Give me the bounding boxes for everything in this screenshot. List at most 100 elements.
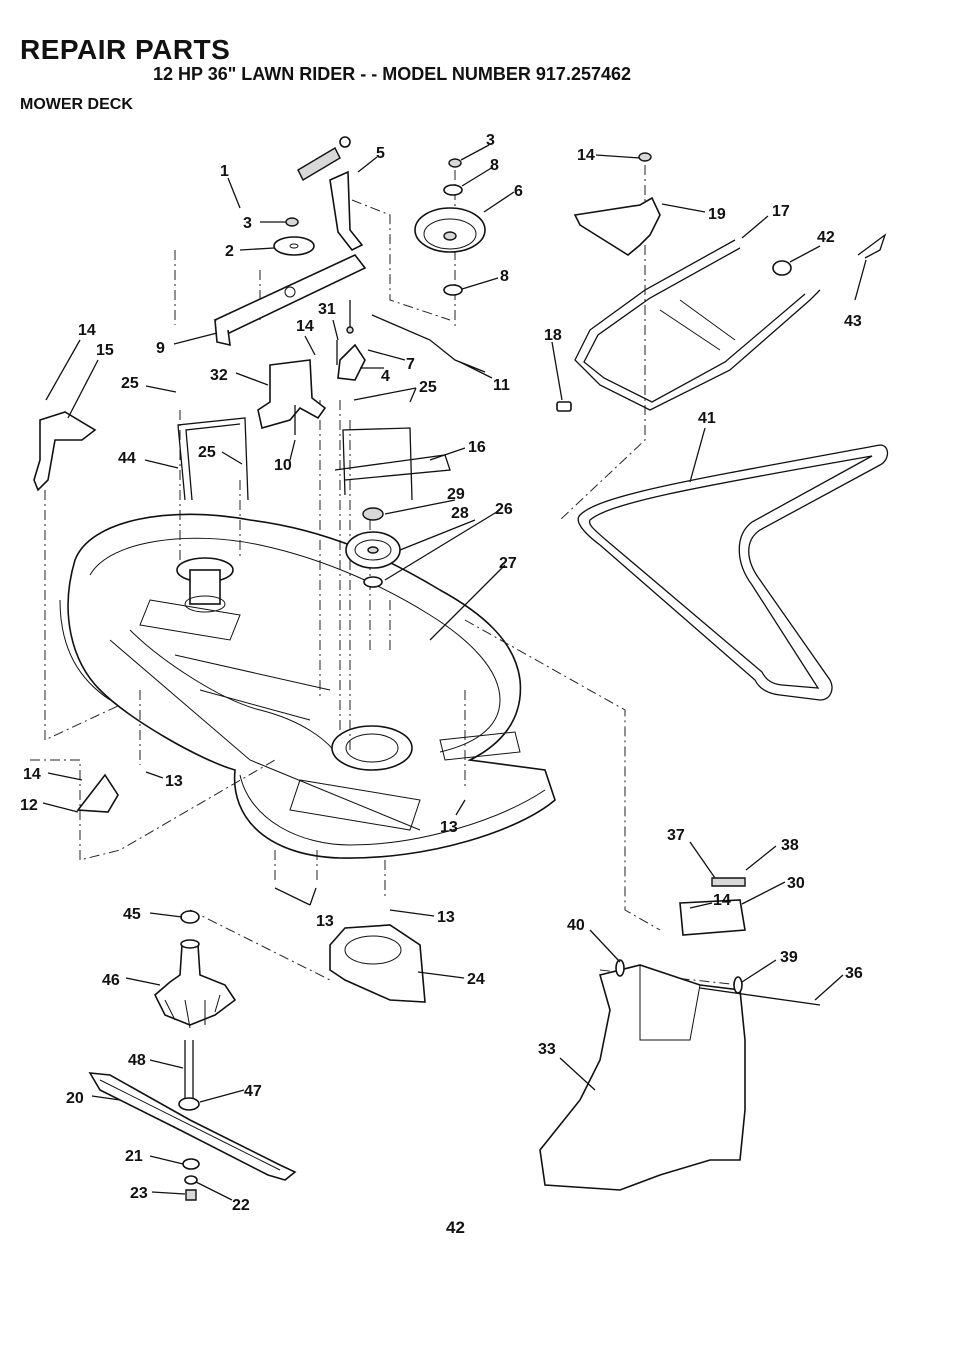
washer-part-45	[180, 910, 200, 924]
callout-39: 39	[780, 949, 798, 966]
page-number: 42	[446, 1218, 465, 1237]
pulley-part-28	[345, 531, 401, 569]
callout-26: 26	[495, 501, 513, 518]
rod-part-36	[699, 987, 821, 1006]
callout-3: 3	[486, 132, 495, 149]
shaft-part-48	[184, 1040, 194, 1098]
spring-part-37	[711, 877, 746, 887]
washer-part-39	[733, 976, 743, 994]
bolt-part-23	[185, 1189, 197, 1201]
washer-part-2	[273, 236, 315, 256]
callout-1: 1	[220, 163, 229, 180]
callout-20: 20	[66, 1090, 84, 1107]
callout-7: 7	[406, 356, 415, 373]
bracket-part-5	[329, 170, 364, 252]
callout-17: 17	[772, 203, 790, 220]
callout-15: 15	[96, 342, 114, 359]
callout-36: 36	[845, 965, 863, 982]
callout-labels: 1 2 3 3 4 5 6 7 8 8 9 10 11 12 13 13 13 …	[20, 132, 863, 1214]
callout-19: 19	[708, 206, 726, 223]
bearing-part-47	[178, 1097, 200, 1111]
callout-41: 41	[698, 410, 716, 427]
callout-14: 14	[23, 766, 41, 783]
callout-42: 42	[817, 229, 835, 246]
rod-part-11	[371, 314, 486, 373]
callout-27: 27	[499, 555, 517, 572]
blade-part-20	[88, 1072, 297, 1181]
leader-lines	[42, 144, 867, 1201]
callout-10: 10	[274, 457, 292, 474]
callout-29: 29	[447, 486, 465, 503]
page-title: REPAIR PARTS	[20, 34, 231, 65]
callout-6: 6	[514, 183, 523, 200]
pin-part-18	[556, 401, 572, 412]
belt-guide-part-44	[177, 417, 249, 501]
callout-13: 13	[437, 909, 455, 926]
callout-16: 16	[468, 439, 486, 456]
callout-14: 14	[78, 322, 96, 339]
deflector-part-24	[329, 924, 426, 1003]
callout-38: 38	[781, 837, 799, 854]
washer-part-21	[182, 1158, 200, 1170]
callout-44: 44	[118, 450, 136, 467]
mower-deck	[59, 513, 556, 859]
washer-part-8	[443, 184, 463, 296]
idler-pulley-part-6	[414, 207, 486, 253]
callout-46: 46	[102, 972, 120, 989]
callout-33: 33	[538, 1041, 556, 1058]
callout-14: 14	[296, 318, 314, 335]
callout-12: 12	[20, 797, 38, 814]
bolt-part-7	[346, 300, 354, 334]
alignment-lines	[30, 165, 741, 986]
callout-25: 25	[121, 375, 139, 392]
callout-14: 14	[577, 147, 595, 164]
hairpin-part-43	[857, 233, 887, 259]
callout-25: 25	[419, 379, 437, 396]
section-heading: MOWER DECK	[20, 96, 133, 113]
callout-8: 8	[490, 157, 499, 174]
callout-8: 8	[500, 268, 509, 285]
nut-part-3	[285, 158, 462, 227]
callout-23: 23	[130, 1185, 148, 1202]
bracket-part-15	[33, 411, 97, 492]
bracket-part-32	[257, 359, 327, 430]
bracket-part-19	[573, 196, 661, 256]
washer-part-40	[615, 959, 625, 977]
washer-part-26	[363, 576, 383, 588]
spindle-housing-part-46	[154, 939, 237, 1029]
callout-24: 24	[467, 971, 485, 988]
callout-13: 13	[440, 819, 458, 836]
callout-21: 21	[125, 1148, 143, 1165]
washer-part-42	[772, 260, 792, 276]
idler-arm-part-9	[213, 254, 367, 347]
bracket-part-12	[76, 773, 119, 813]
callout-22: 22	[232, 1197, 250, 1214]
callout-11: 11	[493, 377, 510, 394]
callout-5: 5	[376, 145, 385, 162]
belt-part-41	[577, 444, 889, 701]
page-subtitle: 12 HP 36" LAWN RIDER - - MODEL NUMBER 91…	[153, 64, 632, 84]
callout-48: 48	[128, 1052, 146, 1069]
spring-part-1	[297, 136, 351, 181]
chute-part-30	[679, 899, 746, 936]
callout-31: 31	[318, 301, 336, 318]
bracket-part-4	[337, 343, 366, 381]
callout-45: 45	[123, 906, 141, 923]
callout-25: 25	[198, 444, 216, 461]
lift-link-part-17	[574, 239, 821, 411]
callout-3: 3	[243, 215, 252, 232]
callout-32: 32	[210, 367, 228, 384]
nut-part-14-top	[638, 152, 652, 162]
bag-part-33	[539, 964, 746, 1191]
callout-28: 28	[451, 505, 469, 522]
callout-40: 40	[567, 917, 585, 934]
callout-18: 18	[544, 327, 562, 344]
callout-14: 14	[713, 892, 731, 909]
callout-2: 2	[225, 243, 234, 260]
callout-37: 37	[667, 827, 685, 844]
callout-47: 47	[244, 1083, 262, 1100]
callout-30: 30	[787, 875, 805, 892]
nut-part-29	[362, 507, 384, 521]
callout-9: 9	[156, 340, 165, 357]
